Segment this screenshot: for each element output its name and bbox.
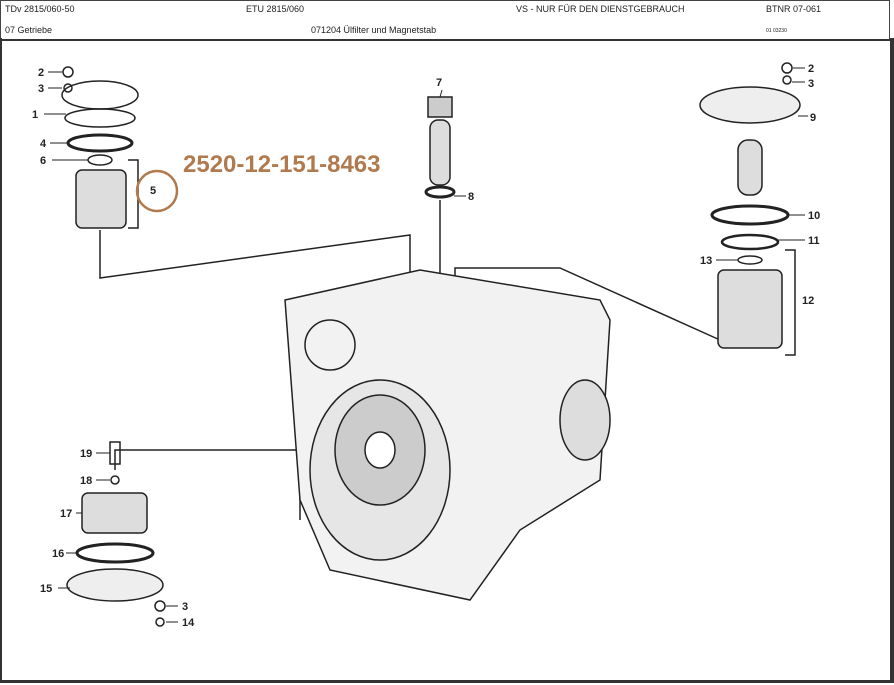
callout-3-right: 3 xyxy=(808,78,814,90)
callout-9: 9 xyxy=(810,112,816,124)
notice: VS - NUR FÜR DEN DIENSTGEBRAUCH xyxy=(516,4,685,14)
callout-6: 6 xyxy=(40,155,46,167)
filter-assembly-left xyxy=(61,66,139,229)
doc-ref: TDv 2815/060-50 xyxy=(5,4,75,14)
code: 01 03230 xyxy=(766,28,787,34)
callout-8: 8 xyxy=(468,191,474,203)
diagram-title: 071204 Ülfilter und Magnetstab xyxy=(311,25,437,35)
callout-15: 15 xyxy=(40,583,52,595)
gearbox-housing xyxy=(284,269,611,601)
highlight-circle xyxy=(135,169,179,213)
header: TDv 2815/060-50 ETU 2815/060 VS - NUR FÜ… xyxy=(0,0,890,41)
callout-16: 16 xyxy=(52,548,64,560)
callout-17: 17 xyxy=(60,508,72,520)
btnr: BTNR 07-061 xyxy=(766,4,822,14)
group: 07 Getriebe xyxy=(5,25,53,35)
magnetic-rod xyxy=(424,96,456,199)
callout-2-right: 2 xyxy=(808,63,814,75)
callout-13: 13 xyxy=(700,255,712,267)
etu: ETU 2815/060 xyxy=(246,4,305,14)
diagram-frame xyxy=(0,38,894,683)
callout-19: 19 xyxy=(80,448,92,460)
callout-2: 2 xyxy=(38,67,44,79)
leader-line xyxy=(99,230,411,280)
filter-assembly-right xyxy=(699,62,801,356)
callout-11: 11 xyxy=(808,235,820,247)
callout-3-bottom: 3 xyxy=(182,601,188,613)
part-number-annotation: 2520-12-151-8463 xyxy=(183,151,381,178)
filter-assembly-bottom xyxy=(66,441,166,627)
callout-4: 4 xyxy=(40,138,47,150)
callout-14: 14 xyxy=(182,617,195,629)
callout-18: 18 xyxy=(80,475,92,487)
callout-7: 7 xyxy=(436,77,442,89)
callout-12: 12 xyxy=(802,295,814,307)
callout-3: 3 xyxy=(38,83,44,95)
callout-10: 10 xyxy=(808,210,820,222)
callout-5: 5 xyxy=(150,185,156,197)
callout-1: 1 xyxy=(32,109,38,121)
